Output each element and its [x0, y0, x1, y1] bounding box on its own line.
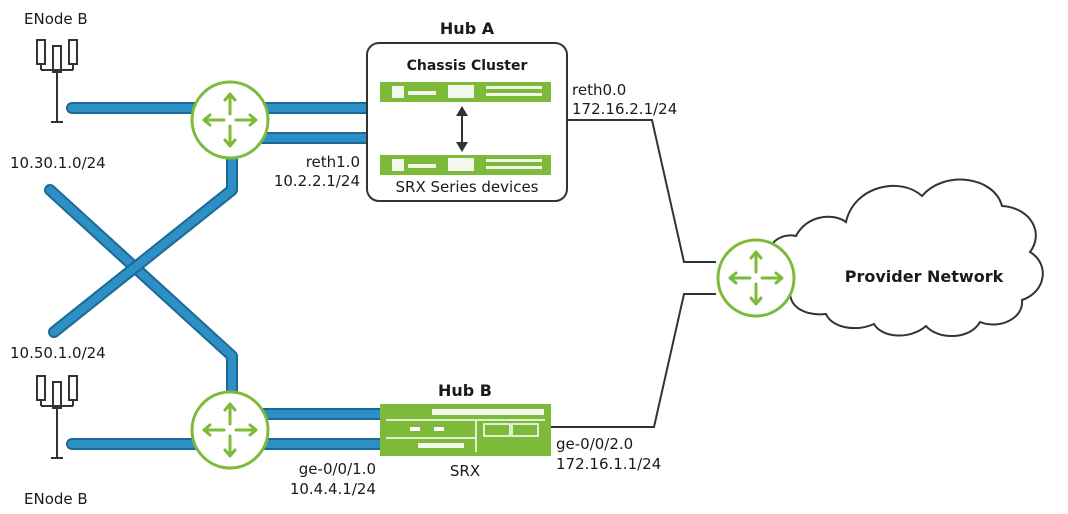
pipe-cross-b: [48, 144, 238, 338]
reth0-ip-label: 172.16.2.1/24: [572, 100, 677, 118]
srx-series-label: SRX Series devices: [396, 178, 539, 196]
provider-network-label: Provider Network: [845, 267, 1004, 286]
enode-b-top-label: ENode B: [24, 10, 88, 28]
wan-links: [551, 119, 716, 428]
hub-a-title: Hub A: [440, 19, 495, 38]
ge001-ip-label: 10.4.4.1/24: [290, 480, 376, 498]
enode-b-bottom-label: ENode B: [24, 490, 88, 508]
chassis-cluster-label: Chassis Cluster: [407, 58, 528, 74]
srx-label: SRX: [450, 462, 480, 480]
hub-b-srx-device-icon: [380, 404, 551, 456]
router-provider-icon: [716, 238, 796, 318]
ge001-interface-label: ge-0/0/1.0: [299, 460, 376, 478]
pipe-cross-a: [44, 184, 238, 406]
reth0-interface-label: reth0.0: [572, 81, 626, 99]
hub-b-title: Hub B: [438, 381, 492, 400]
wan-link-hub-b: [551, 293, 716, 428]
reth1-interface-label: reth1.0: [306, 153, 360, 171]
subnet-top-label: 10.30.1.0/24: [10, 154, 106, 172]
srx-node-top-icon: [380, 82, 551, 102]
reth1-ip-label: 10.2.2.1/24: [274, 172, 360, 190]
router-bottom-icon: [190, 390, 270, 470]
ge002-interface-label: ge-0/0/2.0: [556, 435, 633, 453]
router-top-icon: [190, 80, 270, 160]
cluster-sync-arrow-icon: [456, 106, 468, 152]
wan-link-hub-a: [568, 119, 716, 263]
ge002-ip-label: 172.16.1.1/24: [556, 455, 661, 473]
srx-node-bottom-icon: [380, 155, 551, 175]
provider-network-cloud-icon: [766, 178, 1044, 338]
subnet-bottom-label: 10.50.1.0/24: [10, 344, 106, 362]
hub-a-chassis-box: [366, 42, 568, 202]
